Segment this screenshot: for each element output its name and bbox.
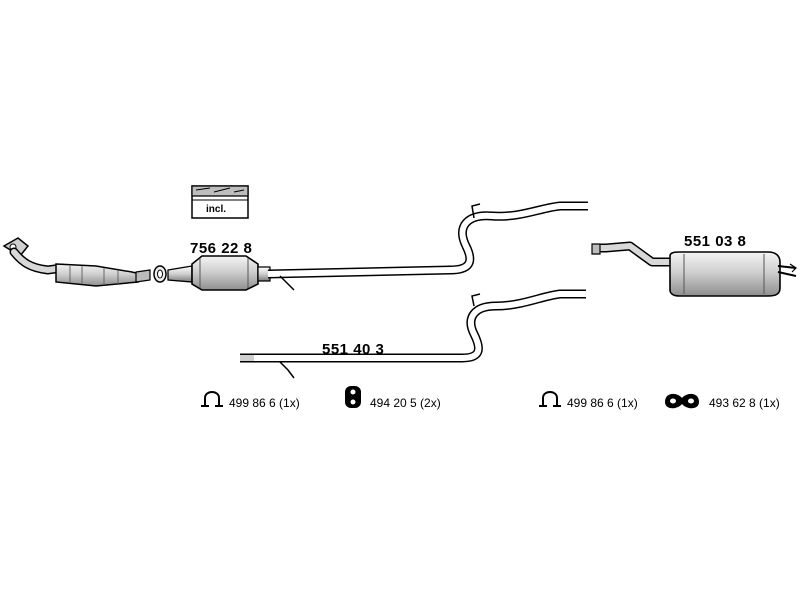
rear-silencer[interactable] xyxy=(591,241,797,297)
front-pipe-upper[interactable] xyxy=(267,201,588,291)
kit-box-icon xyxy=(191,185,249,219)
middle-pipe[interactable] xyxy=(240,289,586,379)
clamp-right-label: 499 86 6 (1x) xyxy=(567,396,638,410)
catalytic-converter[interactable] xyxy=(167,255,271,291)
rubber-hanger-label: 494 20 5 (2x) xyxy=(370,396,441,410)
clamp-left-label: 499 86 6 (1x) xyxy=(229,396,300,410)
catalytic-converter-part-number: 756 22 8 xyxy=(190,240,253,257)
rubber-hanger-icon xyxy=(345,386,361,408)
gasket-label: 493 62 8 (1x) xyxy=(709,396,780,410)
flange-gasket[interactable] xyxy=(153,265,167,283)
middle-pipe-part-number: 551 40 3 xyxy=(322,341,385,358)
front-downpipe[interactable] xyxy=(2,237,151,287)
gasket-icon xyxy=(665,393,699,409)
rear-silencer-part-number: 551 03 8 xyxy=(684,233,747,250)
clamp-icon xyxy=(201,391,223,407)
clamp-icon-right xyxy=(539,391,561,407)
kit-included-label: incl. xyxy=(206,204,227,215)
